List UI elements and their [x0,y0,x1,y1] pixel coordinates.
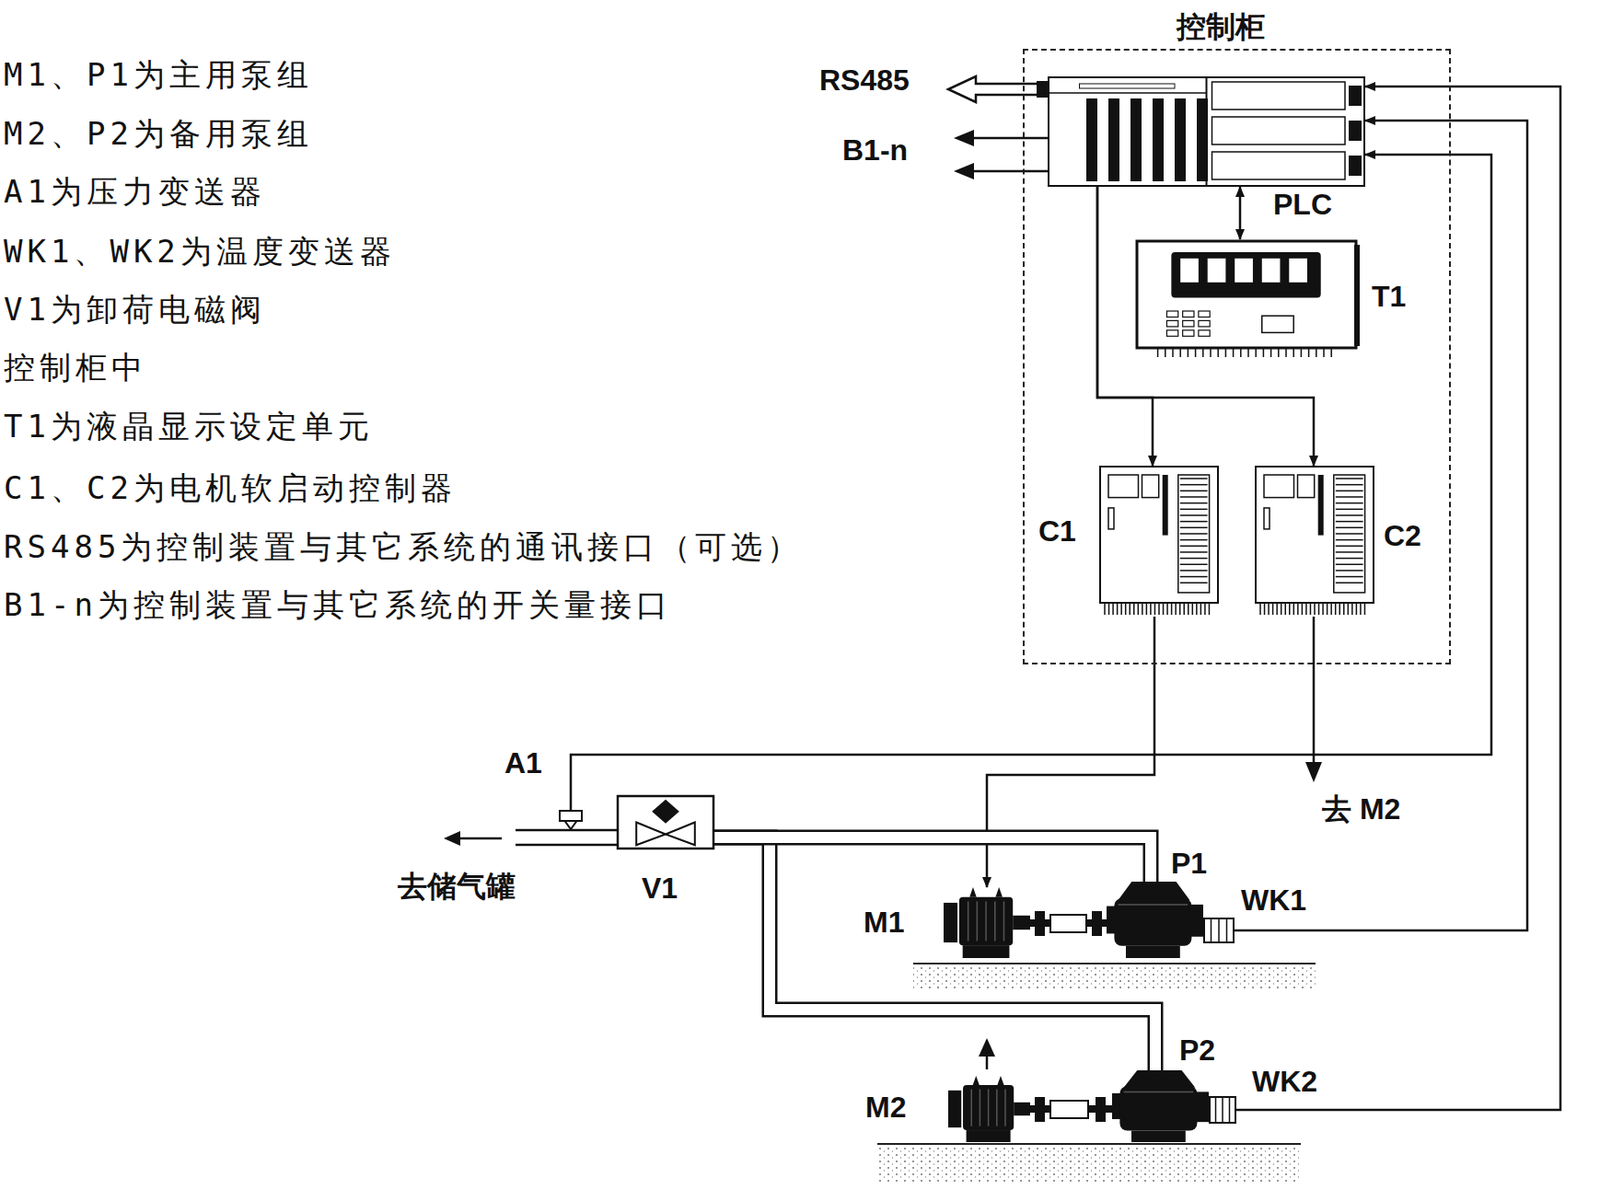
node-label: T1 [1371,280,1406,314]
diagram-label: B1-n [842,134,908,167]
device-illustration [1099,465,1219,617]
pipe [714,837,1151,882]
note-text: WK1、WK2为温度变送器 [3,233,396,270]
plc-module: PLC [1045,73,1369,224]
device-drawing [948,1076,1031,1143]
pipe [714,837,1156,1071]
note-text: M2、P2为备用泵组 [3,115,314,152]
note-text: B1-n为控制装置与其它系统的开关量接口 [3,587,673,624]
pump: P1 [1104,845,1210,961]
device-illustration [1208,1096,1237,1125]
node-label: M2 [865,1091,906,1125]
note-text: T1为液晶显示设定单元 [3,408,374,445]
device-illustration [943,887,1031,959]
diagram-label: 去 M2 [1321,793,1401,826]
motor: M1 [860,879,1032,963]
device-drawing [1099,465,1219,617]
pump: P2 [1109,1031,1218,1145]
node-label: P2 [1179,1034,1216,1067]
pressure-transmitter: A1 [501,743,590,836]
device-drawing [616,795,715,850]
device-illustration [948,1076,1031,1143]
display-unit: T1 [1132,236,1409,362]
device-illustration [1254,465,1375,617]
note-text: 控制柜中 [3,349,148,386]
signal-wire [570,154,1492,811]
node-label: WK1 [1240,884,1307,917]
node-label: C1 [1038,515,1077,548]
device-drawing [1106,881,1204,959]
node-label: A1 [504,747,543,780]
signal-wire [986,616,1155,888]
device-illustration [616,795,715,850]
device-drawing [1254,465,1375,617]
device-drawing [943,887,1031,959]
note-text: C1、C2为电机软启动控制器 [3,470,457,507]
device-drawing [558,810,583,831]
soft-starter: C1 [1032,463,1222,620]
motor: M2 [860,1067,1032,1146]
signal-wire [1097,186,1314,466]
node-label: V1 [641,872,678,905]
device-drawing [1047,76,1366,187]
device-illustration [1135,239,1362,360]
device-illustration [1047,76,1366,187]
node-label: C2 [1383,520,1422,553]
node-label: 控制柜 [1176,11,1265,44]
temperature-transmitter: WK1 [1201,883,1322,947]
control-cabinet: 控制柜 PLC T1C1 C2 [1020,7,1455,669]
b1n-ports [953,129,1048,180]
note-text: A1为压力变送器 [3,173,267,210]
note-text: RS485为控制装置与其它系统的通讯接口（可选） [3,529,803,566]
diagram-label: 去储气罐 [397,870,516,904]
note-text: V1为卸荷电磁阀 [3,291,267,328]
device-drawing [1203,917,1235,944]
signal-wire [1240,186,1241,240]
ground [877,963,1316,1183]
soft-starter: C2 [1252,463,1437,620]
node-label: P1 [1171,847,1207,881]
unloading-valve: V1 [614,793,717,909]
note-text: M1、P1为主用泵组 [3,57,314,93]
node-label: M1 [863,906,905,940]
shaft-coupling [1034,1097,1106,1123]
node-label: PLC [1273,188,1333,221]
device-drawing [1112,1070,1209,1143]
device-drawing [1208,1096,1237,1125]
device-illustration [1106,881,1204,959]
diagram-label: RS485 [819,64,910,97]
device-illustration [1112,1070,1209,1143]
device-drawing [1135,239,1362,360]
temperature-transmitter: WK2 [1205,1066,1335,1129]
shaft-coupling [1034,911,1102,937]
rs485-port [948,76,1048,103]
device-illustration [558,810,583,831]
storage-pipe [443,830,617,847]
device-illustration [1203,917,1235,944]
node-label: WK2 [1252,1066,1318,1099]
